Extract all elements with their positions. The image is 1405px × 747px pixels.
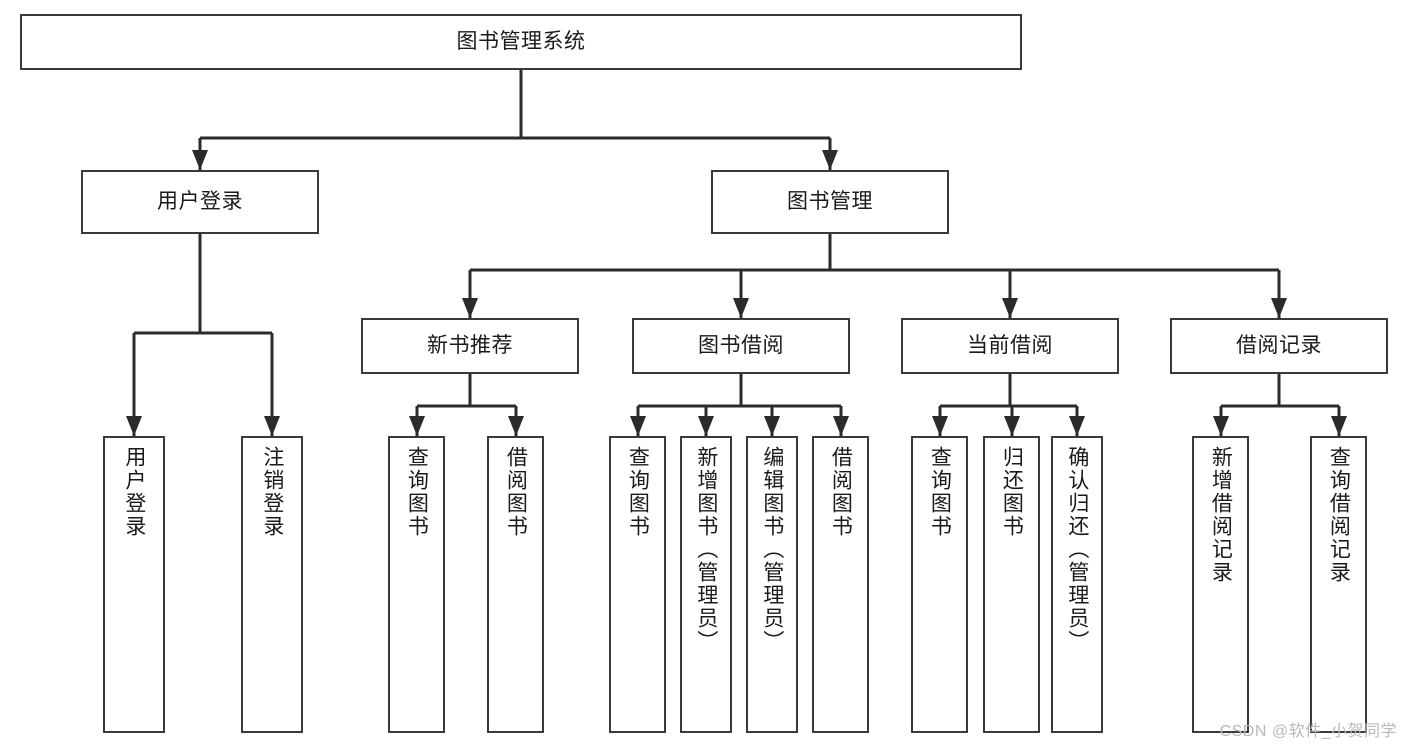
node-label: 借阅图书 xyxy=(829,446,853,538)
arrowhead-borrow-record xyxy=(1271,298,1287,318)
arrowhead-new-book-rec xyxy=(462,298,478,318)
arrowhead-leaf-edit-book xyxy=(764,416,780,436)
node-book-borrow[interactable]: 图书借阅 xyxy=(632,318,850,374)
arrowhead-leaf-borrow-book-2 xyxy=(833,416,849,436)
node-leaf-edit-book[interactable]: 编辑图书（管理员） xyxy=(746,436,798,733)
node-label: 新书推荐 xyxy=(427,333,513,357)
node-label: 用户登录 xyxy=(122,446,146,538)
node-leaf-confirm-return[interactable]: 确认归还（管理员） xyxy=(1051,436,1103,733)
node-label: 图书管理系统 xyxy=(456,29,586,53)
node-new-book-rec[interactable]: 新书推荐 xyxy=(361,318,579,374)
node-label: 新增图书（管理员） xyxy=(694,446,718,653)
node-label: 归还图书 xyxy=(1000,446,1024,538)
node-label: 查询图书 xyxy=(928,446,952,538)
arrowhead-user-login xyxy=(192,150,208,170)
node-label: 图书管理 xyxy=(787,189,873,213)
arrowhead-leaf-borrow-book-1 xyxy=(508,416,524,436)
arrowhead-book-borrow xyxy=(733,298,749,318)
node-leaf-user-login[interactable]: 用户登录 xyxy=(103,436,165,733)
node-leaf-return-book[interactable]: 归还图书 xyxy=(983,436,1040,733)
node-root[interactable]: 图书管理系统 xyxy=(20,14,1022,70)
node-current-borrow[interactable]: 当前借阅 xyxy=(901,318,1119,374)
arrowhead-book-mgmt xyxy=(822,150,838,170)
arrowhead-leaf-query-book-2 xyxy=(630,416,646,436)
node-label: 借阅图书 xyxy=(504,446,528,538)
node-leaf-query-book-3[interactable]: 查询图书 xyxy=(911,436,968,733)
node-user-login[interactable]: 用户登录 xyxy=(81,170,319,234)
arrowhead-leaf-add-book xyxy=(698,416,714,436)
node-label: 确认归还（管理员） xyxy=(1065,446,1089,653)
arrowhead-leaf-add-record xyxy=(1213,416,1229,436)
node-leaf-add-book[interactable]: 新增图书（管理员） xyxy=(680,436,732,733)
node-label: 用户登录 xyxy=(157,189,243,213)
node-label: 图书借阅 xyxy=(698,333,784,357)
node-label: 当前借阅 xyxy=(967,333,1053,357)
node-leaf-query-book-1[interactable]: 查询图书 xyxy=(388,436,445,733)
node-label: 查询借阅记录 xyxy=(1327,446,1351,584)
node-label: 查询图书 xyxy=(405,446,429,538)
node-label: 借阅记录 xyxy=(1236,333,1322,357)
arrowhead-current-borrow xyxy=(1002,298,1018,318)
node-label: 编辑图书（管理员） xyxy=(760,446,784,653)
arrowhead-leaf-logout xyxy=(264,416,280,436)
node-leaf-logout[interactable]: 注销登录 xyxy=(241,436,303,733)
arrowhead-leaf-confirm-return xyxy=(1069,416,1085,436)
watermark: CSDN @软件_小贺同学 xyxy=(1219,723,1397,740)
arrowhead-leaf-query-record xyxy=(1331,416,1347,436)
arrowhead-leaf-user-login xyxy=(126,416,142,436)
node-book-mgmt[interactable]: 图书管理 xyxy=(711,170,949,234)
node-leaf-query-book-2[interactable]: 查询图书 xyxy=(609,436,666,733)
arrowhead-leaf-query-book-1 xyxy=(409,416,425,436)
node-leaf-borrow-book-1[interactable]: 借阅图书 xyxy=(487,436,544,733)
node-label: 查询图书 xyxy=(626,446,650,538)
node-label: 注销登录 xyxy=(260,446,284,538)
arrowhead-leaf-query-book-3 xyxy=(932,416,948,436)
node-leaf-query-record[interactable]: 查询借阅记录 xyxy=(1310,436,1367,733)
node-borrow-record[interactable]: 借阅记录 xyxy=(1170,318,1388,374)
arrowhead-leaf-return-book xyxy=(1004,416,1020,436)
node-leaf-add-record[interactable]: 新增借阅记录 xyxy=(1192,436,1249,733)
node-leaf-borrow-book-2[interactable]: 借阅图书 xyxy=(812,436,869,733)
node-label: 新增借阅记录 xyxy=(1209,446,1233,584)
